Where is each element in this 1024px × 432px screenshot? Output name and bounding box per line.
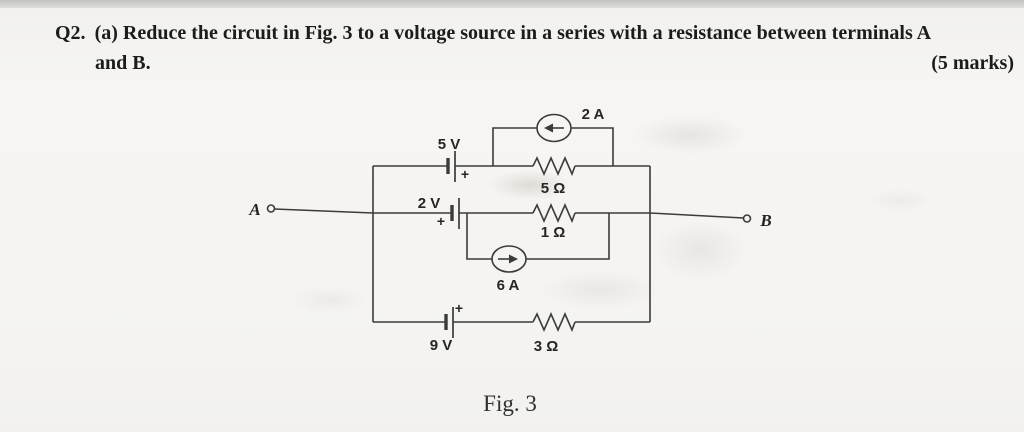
terminal-b-label: B bbox=[759, 211, 771, 230]
wire-2a-loop-left bbox=[492, 127, 537, 166]
source-6a-label: 6 A bbox=[497, 277, 520, 294]
wire-terminal-b bbox=[649, 212, 744, 219]
branch-top bbox=[373, 113, 650, 182]
resistor-3ohm-label: 3 Ω bbox=[534, 338, 559, 355]
current-source-2a-arrowhead-left bbox=[544, 123, 553, 133]
circuit-wires-and-symbols bbox=[266, 113, 752, 338]
question-text-line2: and B. bbox=[95, 52, 151, 74]
battery-2v bbox=[450, 198, 460, 229]
resistor-5ohm bbox=[532, 156, 576, 177]
battery-9v bbox=[444, 307, 454, 338]
wire-6a-loop-left bbox=[466, 213, 492, 260]
battery-5v bbox=[446, 151, 456, 182]
battery-9v-plus: + bbox=[455, 300, 463, 316]
current-source-6a-arrowhead-right bbox=[509, 254, 518, 264]
current-source-2a-circle bbox=[536, 113, 572, 143]
current-source-6a bbox=[466, 213, 610, 273]
terminal-a-node bbox=[266, 204, 276, 213]
terminal-b-node bbox=[742, 214, 752, 223]
current-source-2a bbox=[492, 113, 614, 166]
marks-label: (5 marks) bbox=[931, 52, 1014, 74]
question-text-line1: (a) Reduce the circuit in Fig. 3 to a vo… bbox=[94, 22, 932, 44]
branch-middle bbox=[373, 198, 650, 273]
scan-edge-strip bbox=[0, 0, 1024, 8]
wire-6a-loop-right bbox=[526, 213, 610, 260]
terminal-a-label: A bbox=[248, 200, 260, 219]
battery-9v-label: 9 V bbox=[430, 337, 453, 354]
question-line-1: Q2. (a) Reduce the circuit in Fig. 3 to … bbox=[55, 20, 1014, 47]
branch-bottom bbox=[373, 307, 650, 338]
current-source-6a-circle bbox=[491, 245, 527, 273]
battery-2v-plus: + bbox=[437, 213, 445, 229]
source-2a-label: 2 A bbox=[582, 106, 605, 123]
circuit-labels: A B 5 V + 5 Ω 2 A 2 V + 1 Ω 6 A 9 V + 3 … bbox=[248, 106, 771, 355]
figure-caption: Fig. 3 bbox=[483, 391, 537, 416]
wire-terminal-a bbox=[274, 208, 374, 214]
resistor-1ohm-label: 1 Ω bbox=[541, 224, 566, 241]
question-number: Q2. bbox=[55, 22, 86, 44]
question-block: Q2. (a) Reduce the circuit in Fig. 3 to … bbox=[55, 20, 1014, 77]
question-line-2: and B. (5 marks) bbox=[95, 50, 1014, 77]
resistor-3ohm bbox=[532, 312, 576, 333]
battery-5v-label: 5 V bbox=[438, 136, 461, 153]
wire-2a-loop-right bbox=[571, 127, 614, 166]
resistor-5ohm-label: 5 Ω bbox=[541, 180, 566, 197]
resistor-1ohm bbox=[532, 203, 576, 224]
battery-5v-plus: + bbox=[461, 166, 469, 182]
battery-2v-label: 2 V bbox=[418, 195, 441, 212]
